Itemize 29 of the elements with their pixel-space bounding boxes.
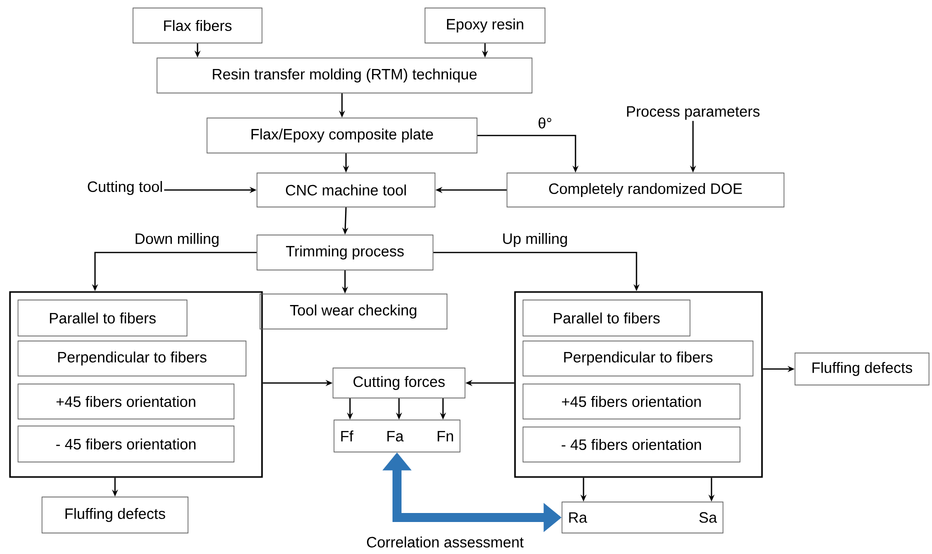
input-label: Process parameters <box>627 106 760 120</box>
process-box: Flax/Epoxy composite plate <box>206 118 478 154</box>
process-box: Resin transfer molding (RTM) technique <box>156 58 532 94</box>
input-label: Cutting tool <box>88 181 162 195</box>
process-box: Ff Fa Fn <box>334 420 460 452</box>
process-box: Perpendicular to fibers <box>522 340 754 376</box>
process-box: Fluffing defects <box>42 496 188 534</box>
process-box: Trimming process <box>256 234 434 270</box>
edge-label: Up milling <box>501 232 569 248</box>
group-box <box>514 291 763 478</box>
process-box: Fluffing defects <box>794 352 930 386</box>
process-box: - 45 fibers orientation <box>522 426 740 462</box>
process-box: Parallel to fibers <box>18 300 188 336</box>
process-box: Perpendicular to fibers <box>18 340 246 376</box>
group-box <box>9 291 263 478</box>
edge-label: θ° <box>536 116 554 130</box>
process-box: Cutting forces <box>332 368 466 398</box>
edge-label: Correlation assessment <box>365 535 525 548</box>
process-box: Epoxy resin <box>424 8 546 44</box>
process-box: +45 fibers orientation <box>18 384 234 420</box>
process-box: Flax fibers <box>132 8 262 44</box>
process-box: CNC machine tool <box>256 172 436 208</box>
process-box: Completely randomized DOE <box>506 172 784 208</box>
process-box: Tool wear checking <box>260 294 448 330</box>
edge-label: Down milling <box>134 232 221 248</box>
process-box: Parallel to fibers <box>522 300 690 336</box>
process-box: +45 fibers orientation <box>522 384 740 420</box>
process-box: Ra Sa <box>562 502 724 534</box>
process-box: - 45 fibers orientation <box>18 426 234 462</box>
